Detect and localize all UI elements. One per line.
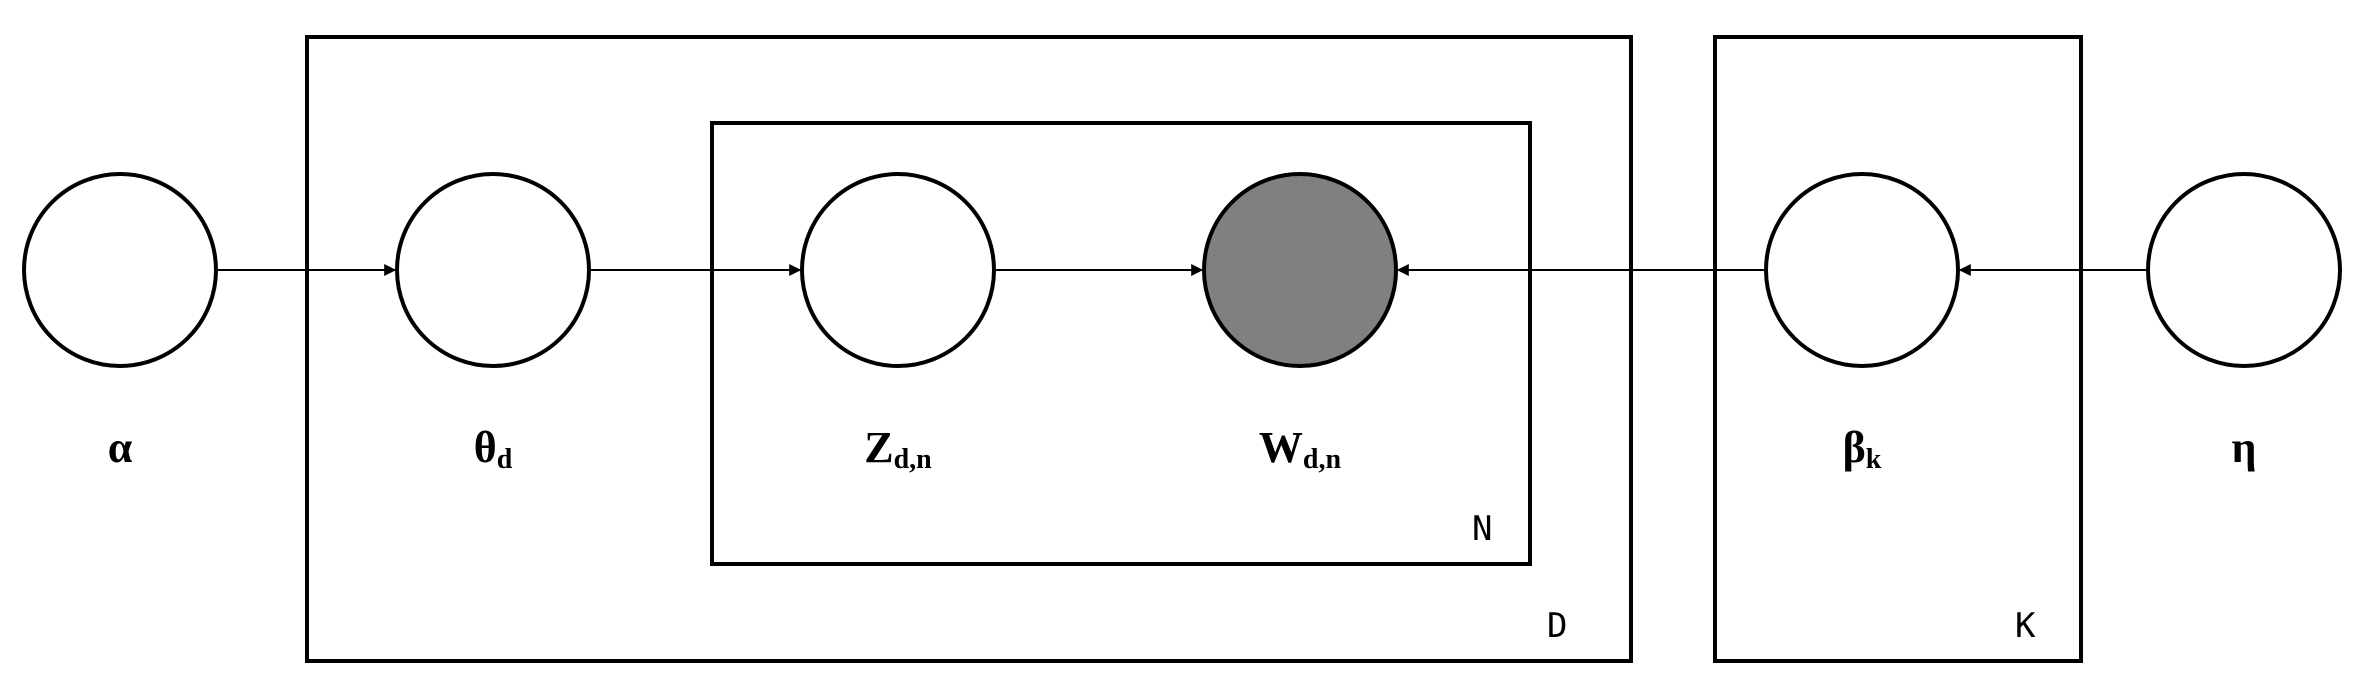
plate-label-N: N [1472, 509, 1492, 549]
node-alpha [22, 172, 218, 368]
nodes [22, 172, 2342, 368]
node-w-observed [1202, 172, 1398, 368]
plate-words [710, 121, 1532, 566]
node-subscript-theta: d [497, 444, 513, 475]
plate-topics [1713, 35, 2083, 663]
node-subscript-w: d,n [1303, 444, 1342, 475]
node-label-alpha: α [108, 423, 133, 472]
node-symbol-z: Z [864, 423, 893, 472]
node-label-theta: θd [474, 423, 513, 475]
node-eta [2146, 172, 2342, 368]
node-z [800, 172, 996, 368]
node-symbol-alpha: α [108, 423, 133, 472]
node-beta [1764, 172, 1960, 368]
plate-documents [305, 35, 1633, 663]
node-subscript-beta: k [1866, 444, 1882, 475]
node-theta [395, 172, 591, 368]
node-symbol-beta: β [1843, 423, 1866, 472]
node-label-beta: βk [1843, 423, 1882, 475]
node-label-eta: η [2232, 423, 2257, 472]
plate-label-K: K [2015, 606, 2036, 646]
node-subscript-z: d,n [894, 444, 933, 475]
node-label-w: Wd,n [1259, 423, 1342, 475]
node-symbol-eta: η [2232, 423, 2257, 472]
node-symbol-theta: θ [474, 423, 497, 472]
plate-label-D: D [1547, 606, 1567, 646]
node-symbol-w: W [1259, 423, 1303, 472]
node-label-z: Zd,n [864, 423, 932, 475]
